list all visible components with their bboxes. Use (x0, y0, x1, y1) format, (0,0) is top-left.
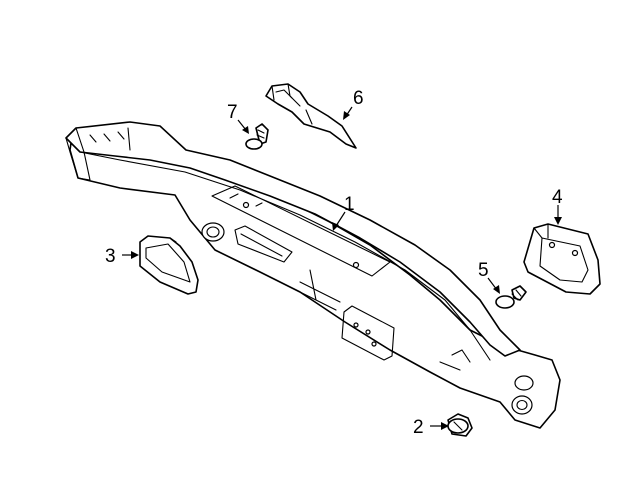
callout-5: 5 (478, 260, 489, 281)
part-6-upper-bracket (265, 83, 357, 149)
part-1-garnish-panel (65, 121, 561, 429)
part-5-screw (495, 285, 527, 309)
callout-2: 2 (413, 417, 424, 438)
part-3-cover (139, 235, 199, 295)
part-2-clip (447, 413, 473, 437)
callout-3: 3 (105, 246, 116, 267)
callout-7: 7 (227, 102, 238, 123)
callout-6: 6 (353, 88, 364, 109)
callout-4: 4 (552, 187, 563, 208)
callout-1: 1 (344, 194, 355, 215)
leader-lines (122, 106, 562, 430)
part-4-bracket (523, 223, 601, 295)
part-7-bolt (245, 123, 269, 150)
